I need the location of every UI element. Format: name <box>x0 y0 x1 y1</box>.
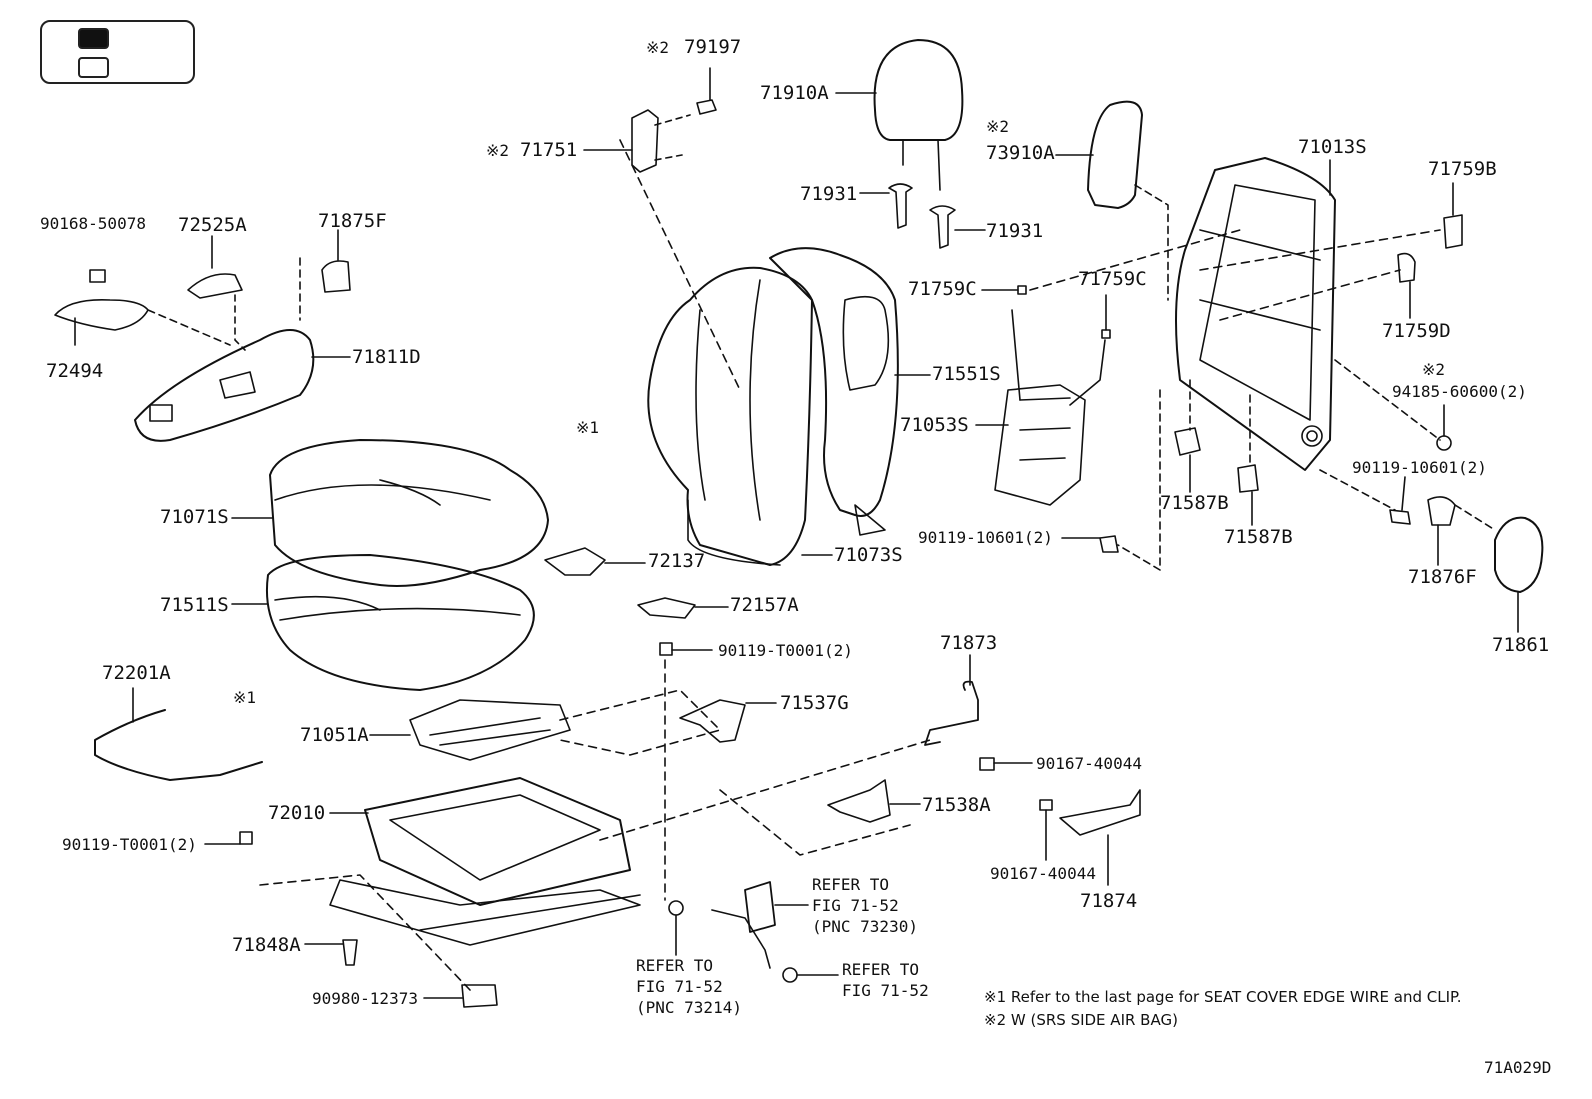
part-label-72157A: 72157A <box>730 594 799 616</box>
airbag-mark-79197: ※2 <box>646 38 670 57</box>
part-label-90167-40044-lower: 90167-40044 <box>990 864 1096 883</box>
part-label-90168-50078: 90168-50078 <box>40 214 146 233</box>
airbag-mark-73910A: ※2 <box>986 117 1010 136</box>
part-label-72010: 72010 <box>268 802 326 824</box>
part-label-71876F: 71876F <box>1408 566 1477 588</box>
figure-id: 71A029D <box>1484 1058 1552 1077</box>
part-label-71073S: 71073S <box>834 544 903 566</box>
part-label-71013S: 71013S <box>1298 136 1367 158</box>
part-label-90119-T0001-lower: 90119-T0001(2) <box>62 835 197 854</box>
side-shield-part <box>134 329 351 442</box>
legend-light-swatch <box>78 57 109 78</box>
part-label-71751: 71751 <box>520 139 578 161</box>
part-label-71759B: 71759B <box>1428 158 1497 180</box>
legend-box <box>40 20 195 84</box>
part-label-71759D: 71759D <box>1382 320 1451 342</box>
lumbar-support-part <box>975 229 1241 506</box>
clip-parts <box>981 285 1111 339</box>
frame-bolt-parts <box>204 642 713 901</box>
refer-to-73230-line2: FIG 71-52 <box>812 896 899 915</box>
seat-frame-part <box>259 777 641 991</box>
refer-to-73214-line3: (PNC 73214) <box>636 998 742 1017</box>
airbag-mark-71751: ※2 <box>486 141 510 160</box>
seatback-bracket-parts <box>1174 379 1259 526</box>
seatback-cover-part <box>769 247 931 536</box>
side-airbag-part <box>1055 100 1169 301</box>
part-label-71861: 71861 <box>1492 634 1550 656</box>
nut-bolt-parts <box>1061 359 1452 571</box>
recliner-knob-part <box>54 269 231 346</box>
part-label-90119-10601-right: 90119-10601(2) <box>1352 458 1487 477</box>
refer-to-73230-line1: REFER TO <box>812 875 890 894</box>
part-label-71587B-right: 71587B <box>1224 526 1293 548</box>
part-label-94185-60600: 94185-60600(2) <box>1392 382 1527 401</box>
part-label-71931-upper: 71931 <box>800 183 858 205</box>
legend-dark-swatch <box>78 28 109 49</box>
edge-wire-mark-bottom: ※1 <box>233 688 257 707</box>
part-label-71875F: 71875F <box>318 210 387 232</box>
seat-belt-buckle-part <box>668 881 839 983</box>
part-label-71053S: 71053S <box>900 414 969 436</box>
part-label-71071S: 71071S <box>160 506 229 528</box>
refer-to-nut-line1: REFER TO <box>842 960 920 979</box>
seatback-frame-part <box>1175 157 1336 471</box>
frame-clip-parts <box>1199 182 1463 321</box>
headrest-guide-part <box>859 183 986 249</box>
part-label-71848A: 71848A <box>232 934 301 956</box>
small-bracket-parts <box>544 547 729 619</box>
lever-part <box>187 235 246 351</box>
part-label-71051A: 71051A <box>300 724 369 746</box>
part-label-73910A: 73910A <box>986 142 1055 164</box>
seatback-cushion-part <box>647 266 833 566</box>
part-label-71811D: 71811D <box>352 346 421 368</box>
refer-to-nut-line2: FIG 71-52 <box>842 981 929 1000</box>
part-label-71551S: 71551S <box>932 363 1001 385</box>
part-label-72525A: 72525A <box>178 214 247 236</box>
part-label-90167-40044-upper: 90167-40044 <box>1036 754 1142 773</box>
seat-spring-part <box>369 689 721 761</box>
part-label-71587B-left: 71587B <box>1160 492 1229 514</box>
footnote-edge-wire: ※1 Refer to the last page for SEAT COVER… <box>984 988 1462 1006</box>
part-label-71511S: 71511S <box>160 594 229 616</box>
refer-to-73214-line2: FIG 71-52 <box>636 977 723 996</box>
part-label-71873: 71873 <box>940 632 998 654</box>
part-label-90119-10601-left: 90119-10601(2) <box>918 528 1053 547</box>
edge-wire-mark-top: ※1 <box>576 418 600 437</box>
part-label-90980-12373: 90980-12373 <box>312 989 418 1008</box>
footnote-airbag: ※2 W (SRS SIDE AIR BAG) <box>984 1011 1178 1029</box>
headrest-part <box>835 39 964 191</box>
part-label-72494: 72494 <box>46 360 104 382</box>
seat-foot-parts <box>304 939 498 1008</box>
frame-cover-parts <box>679 699 921 856</box>
part-label-71931-lower: 71931 <box>986 220 1044 242</box>
part-label-90119-T0001-upper: 90119-T0001(2) <box>718 641 853 660</box>
part-label-71759C-right: 71759C <box>1078 268 1147 290</box>
recliner-cover-parts <box>1427 496 1544 633</box>
airbag-mark-94185: ※2 <box>1422 360 1446 379</box>
airbag-bracket-part <box>583 67 741 391</box>
part-label-71874: 71874 <box>1080 890 1138 912</box>
part-label-71910A: 71910A <box>760 82 829 104</box>
part-label-71537G: 71537G <box>780 692 849 714</box>
seat-cushion-part <box>231 439 549 587</box>
cushion-wire-part <box>94 687 263 781</box>
part-label-72137: 72137 <box>648 550 706 572</box>
seat-hook-parts <box>599 654 1141 886</box>
part-label-79197: 79197 <box>684 36 742 58</box>
refer-to-73230-line3: (PNC 73230) <box>812 917 918 936</box>
part-label-71759C-left: 71759C <box>908 278 977 300</box>
part-label-72201A: 72201A <box>102 662 171 684</box>
refer-to-73214-line1: REFER TO <box>636 956 714 975</box>
seat-cushion-pad-part <box>231 554 535 691</box>
side-cover-part <box>299 229 351 321</box>
part-label-71538A: 71538A <box>922 794 991 816</box>
